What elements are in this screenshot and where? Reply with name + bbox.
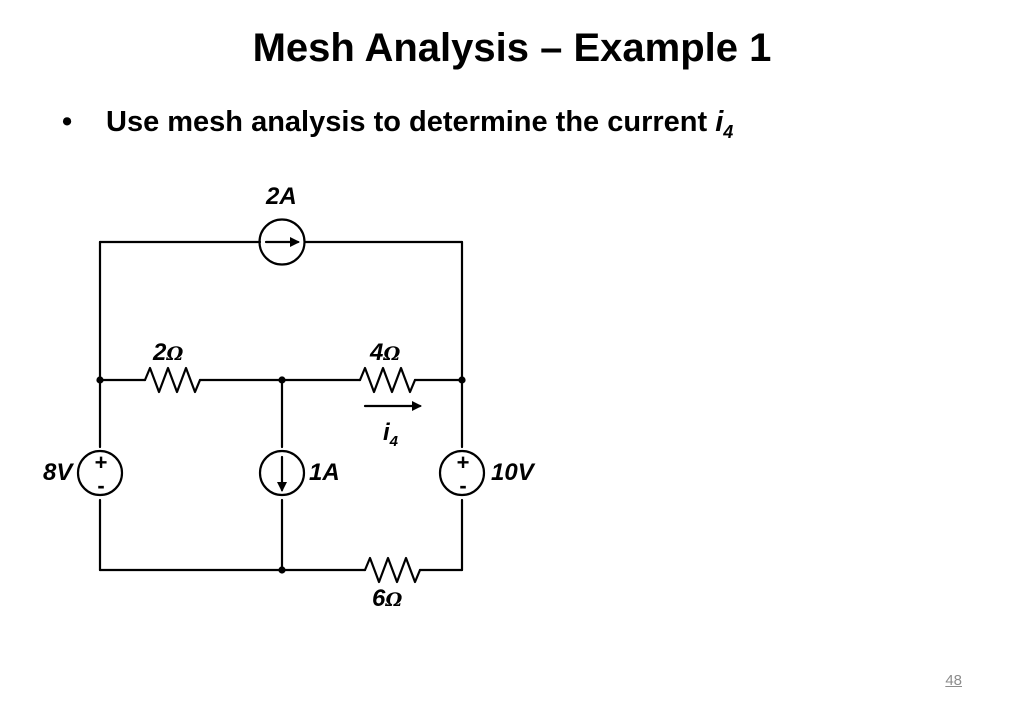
voltage-source-8v (76, 449, 124, 497)
label-8v: 8V (43, 459, 73, 486)
resistor-4ohm (358, 366, 417, 394)
minus-sign-8v: - (97, 473, 104, 498)
bullet-variable: i4 (707, 106, 733, 143)
page-number: 48 (945, 672, 962, 689)
label-10v: 10V (491, 459, 534, 486)
current-source-1a (258, 449, 306, 497)
label-i4: i4 (383, 421, 398, 449)
label-2ohm-value: 2 (153, 339, 167, 366)
bullet-variable-subscript: 4 (723, 121, 734, 142)
slide-title: Mesh Analysis – Example 1 (252, 26, 772, 70)
node-dot (458, 376, 466, 384)
label-6ohm-value: 6 (372, 585, 386, 612)
minus-sign-10v: - (459, 473, 466, 498)
bullet-dot: • (62, 106, 73, 138)
bullet-item: • Use mesh analysis to determine the cur… (62, 106, 733, 143)
label-i4-sub: 4 (389, 432, 399, 450)
label-4ohm-value: 4 (370, 339, 384, 366)
voltage-source-10v (438, 449, 486, 497)
node-dot (278, 376, 286, 384)
node-dot (96, 376, 104, 384)
label-i4-var: i (383, 419, 390, 446)
resistor-2ohm (143, 366, 202, 394)
resistor-6ohm (363, 556, 422, 584)
plus-sign-8v: + (95, 450, 108, 475)
ohm-symbol: Ω (166, 343, 184, 365)
bullet-variable-letter: i (715, 106, 724, 138)
label-4ohm: 4Ω (370, 341, 400, 365)
label-2ohm: 2Ω (153, 341, 183, 365)
label-6ohm: 6Ω (372, 587, 402, 611)
current-source-2a (258, 218, 306, 266)
ohm-symbol: Ω (383, 343, 401, 365)
bullet-text: Use mesh analysis to determine the curre… (106, 106, 708, 138)
label-1a: 1A (309, 459, 340, 486)
plus-sign-10v: + (457, 450, 470, 475)
ohm-symbol: Ω (385, 589, 403, 611)
node-dot (278, 566, 286, 574)
label-2a: 2A (266, 183, 297, 210)
